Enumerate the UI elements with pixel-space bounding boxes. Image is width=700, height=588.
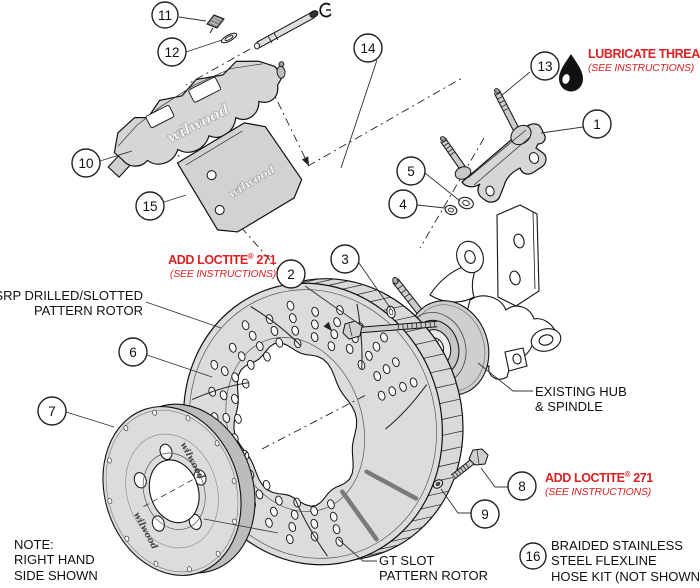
hose-kit-label: BRAIDED STAINLESS STEEL FLEXLINE HOSE KI…: [551, 538, 700, 584]
svg-text:8: 8: [518, 479, 526, 494]
callout-6: 6: [118, 337, 148, 367]
callout-10: 10: [71, 148, 101, 178]
svg-text:2: 2: [287, 267, 295, 282]
svg-text:11: 11: [158, 8, 172, 23]
svg-text:7: 7: [48, 404, 56, 419]
callout-13: 13: [530, 51, 560, 81]
leader-lines: [65, 16, 584, 562]
callout-5: 5: [396, 156, 426, 186]
lubricate-threads-label: LUBRICATE THREADS (SEE INSTRUCTIONS): [588, 47, 700, 74]
caliper-drawing: wilwood wilwood: [107, 2, 332, 233]
svg-text:9: 9: [481, 507, 489, 522]
pad-clip: [206, 14, 225, 34]
note-label: NOTE: RIGHT HAND SIDE SHOWN: [14, 537, 98, 583]
gt-rotor-label: GT SLOT PATTERN ROTOR: [379, 553, 489, 584]
lubricate-threads-subtitle: (SEE INSTRUCTIONS): [588, 61, 695, 74]
add-loctite-upper-label: ADD LOCTITE® 271 (SEE INSTRUCTIONS): [168, 252, 276, 280]
svg-text:15: 15: [142, 199, 157, 214]
existing-hub-label: EXISTING HUB & SPINDLE: [535, 384, 627, 415]
lubricate-threads-title: LUBRICATE THREADS: [588, 47, 700, 61]
add-loctite-lower-label: ADD LOCTITE® 271 (SEE INSTRUCTIONS): [545, 470, 653, 498]
callout-balloons: 1 2 3 4 5 6 7 8 9 10 11 12 13 14 15 16: [37, 1, 612, 570]
callout-14: 14: [353, 33, 383, 63]
callout-9: 9: [470, 499, 500, 529]
callout-7: 7: [37, 396, 67, 426]
rotor-hat-drawing: wilwood wilwood: [102, 403, 256, 576]
svg-text:14: 14: [360, 41, 376, 56]
callout-1: 1: [582, 109, 612, 139]
brake-pad-drawing: wilwood: [176, 122, 303, 233]
srp-rotor-label: SRP DRILLED/SLOTTED PATTERN ROTOR: [0, 288, 143, 319]
alignment-line: [203, 518, 279, 534]
svg-text:6: 6: [129, 345, 137, 360]
hardware-drawing: [342, 305, 489, 489]
e-clip-icon: [319, 2, 332, 18]
svg-text:4: 4: [399, 197, 407, 212]
callout-4: 4: [388, 189, 418, 219]
svg-text:3: 3: [341, 252, 349, 267]
svg-text:12: 12: [164, 45, 179, 60]
callout-16: 16: [519, 542, 547, 570]
add-loctite-upper-subtitle: (SEE INSTRUCTIONS): [169, 267, 276, 280]
callout-15: 15: [135, 191, 165, 221]
bracket-drawing: [439, 88, 547, 216]
callout-12: 12: [157, 37, 187, 67]
axis-over-rotor: [261, 394, 367, 450]
svg-text:16: 16: [525, 549, 540, 564]
svg-text:13: 13: [537, 59, 552, 74]
callout-2: 2: [276, 259, 306, 289]
callout-11: 11: [151, 1, 179, 29]
callout-3: 3: [330, 244, 360, 274]
add-loctite-lower-subtitle: (SEE INSTRUCTIONS): [545, 485, 652, 498]
callout-8: 8: [507, 471, 537, 501]
svg-text:1: 1: [593, 117, 601, 132]
svg-text:5: 5: [407, 164, 415, 179]
lubricant-drop-icon: [559, 54, 583, 92]
svg-text:10: 10: [78, 156, 93, 171]
